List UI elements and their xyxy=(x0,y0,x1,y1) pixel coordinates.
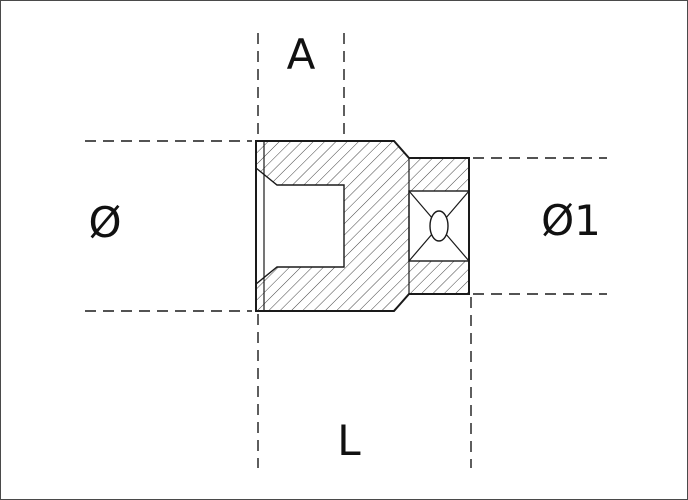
ball-hole xyxy=(429,210,449,242)
socket-outline xyxy=(255,140,470,312)
dimension-label-a: A xyxy=(286,30,316,79)
dimension-label-length: L xyxy=(337,416,361,465)
socket-section-hatch xyxy=(256,141,469,311)
hex-cavity xyxy=(255,166,345,286)
dimension-label-diameter: Ø xyxy=(88,198,122,247)
dimension-label-diameter1: Ø1 xyxy=(541,196,601,245)
